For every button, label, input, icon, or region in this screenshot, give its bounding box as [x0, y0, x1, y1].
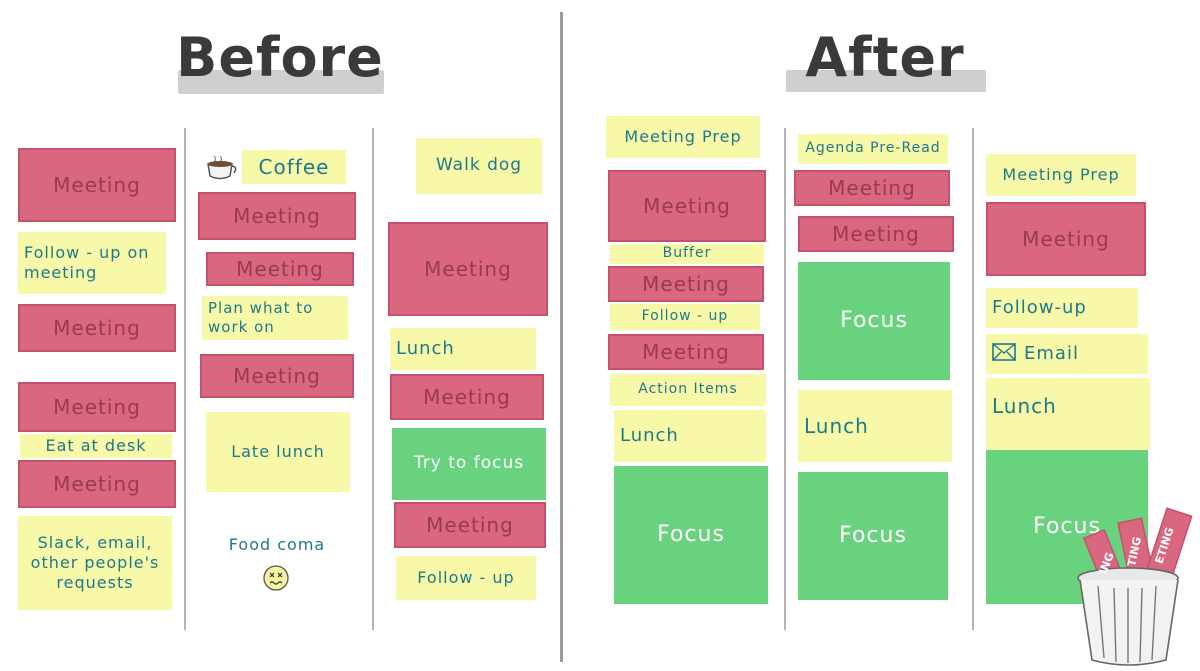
before-c1-meeting-2: Meeting [18, 304, 176, 352]
before-c2-meeting-1: Meeting [198, 192, 356, 240]
before-c2-late-lunch: Late lunch [206, 412, 350, 492]
before-c1-meeting-1: Meeting [18, 148, 176, 222]
after-title-underline [786, 70, 986, 92]
before-c1-eat-at-desk: Eat at desk [20, 434, 172, 458]
before-title-underline [178, 70, 384, 94]
after-c2-lunch: Lunch [798, 390, 952, 462]
before-c3-meeting-2: Meeting [390, 374, 544, 420]
coffee-cup-icon [204, 152, 240, 182]
after-c1-meeting-1: Meeting [608, 170, 766, 242]
after-c2-meeting-1: Meeting [794, 170, 950, 206]
after-c1-meeting-3: Meeting [608, 334, 764, 370]
after-c2-meeting-2: Meeting [798, 216, 954, 252]
after-c3-meeting-prep: Meeting Prep [986, 154, 1136, 196]
trash-can-icon [1070, 500, 1196, 666]
after-c2-focus-1: Focus [798, 262, 950, 380]
before-c2-meeting-2: Meeting [206, 252, 354, 286]
before-c2-plan: Plan what to work on [202, 296, 348, 340]
after-c1-followup: Follow - up [610, 304, 760, 330]
after-c3-email-row: Email [986, 334, 1148, 374]
after-c1-buffer: Buffer [610, 244, 764, 264]
before-c3-followup: Follow - up [396, 556, 536, 600]
after-c2-agenda: Agenda Pre-Read [798, 134, 948, 164]
before-c2-meeting-3: Meeting [200, 354, 354, 398]
after-c1-action-items: Action Items [610, 374, 766, 406]
before-c2-coffee: Coffee [242, 150, 346, 184]
after-title: After [805, 26, 965, 89]
before-c3-meeting-3: Meeting [394, 502, 546, 548]
after-divider-1 [784, 128, 786, 630]
before-c2-food-coma: Food coma [228, 534, 326, 554]
before-c1-meeting-4: Meeting [18, 460, 176, 508]
before-c3-lunch: Lunch [390, 328, 536, 370]
before-c3-walk-dog: Walk dog [416, 138, 542, 194]
after-c1-meeting-prep: Meeting Prep [606, 116, 760, 158]
before-c1-followup: Follow - up on meeting [18, 232, 166, 294]
after-c3-followup: Follow-up [986, 288, 1138, 328]
before-c3-try-to-focus: Try to focus [392, 428, 546, 500]
after-divider-2 [972, 128, 974, 630]
before-c1-slack-email: Slack, email, other people's requests [18, 516, 172, 610]
after-c1-lunch: Lunch [614, 410, 766, 462]
before-divider-1 [184, 128, 186, 630]
main-divider [560, 12, 563, 662]
dizzy-face-icon [262, 564, 290, 592]
after-c2-focus-2: Focus [798, 472, 948, 600]
after-c1-meeting-2: Meeting [608, 266, 764, 302]
after-c1-focus: Focus [614, 466, 768, 604]
after-c3-email: Email [1024, 342, 1079, 364]
before-divider-2 [372, 128, 374, 630]
before-c3-meeting-1: Meeting [388, 222, 548, 316]
after-c3-lunch: Lunch [986, 378, 1150, 450]
before-title: Before [176, 26, 384, 89]
before-c1-meeting-3: Meeting [18, 382, 176, 432]
envelope-icon [992, 342, 1016, 366]
after-c3-meeting: Meeting [986, 202, 1146, 276]
